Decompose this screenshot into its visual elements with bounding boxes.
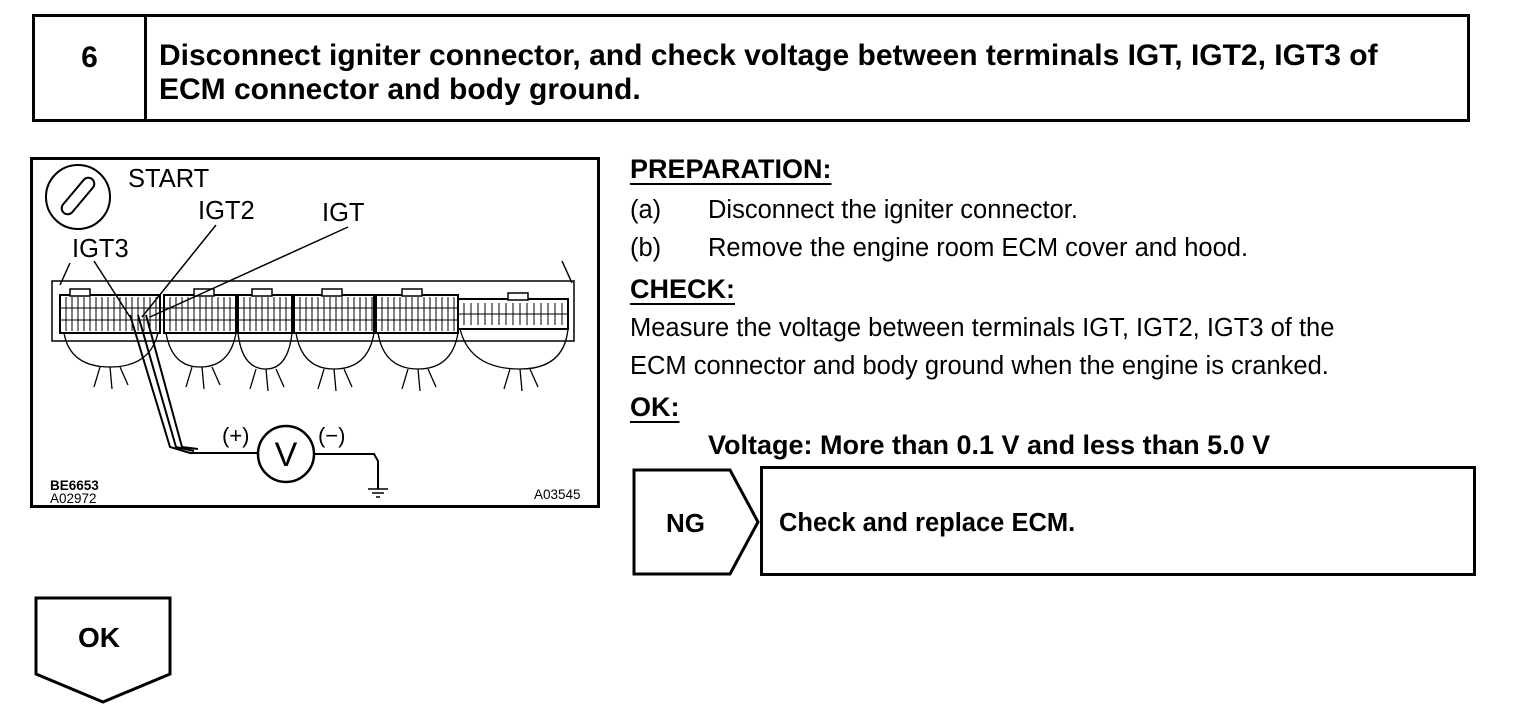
ok-arrow-icon: [34, 596, 172, 704]
ignition-key-icon: [45, 164, 111, 230]
wire-harness: [63, 328, 569, 392]
step-title: Disconnect igniter connector, and check …: [159, 39, 1378, 106]
figure-code-2: A02972: [50, 491, 97, 506]
ok-heading: OK:: [630, 392, 680, 422]
ng-action-box: Check and replace ECM.: [760, 466, 1476, 576]
probe-wires: [129, 314, 258, 454]
voltmeter-icon: V: [256, 424, 316, 484]
voltmeter-symbol: V: [275, 436, 298, 474]
prep-item-b-label: (b): [630, 234, 662, 262]
check-text-line-2: ECM connector and body ground when the e…: [630, 352, 1329, 380]
igt2-label: IGT2: [198, 197, 255, 225]
plus-terminal-label: (+): [222, 423, 250, 448]
prep-item-a-label: (a): [630, 196, 662, 224]
prep-item-b-text: Remove the engine room ECM cover and hoo…: [708, 234, 1249, 262]
step-number: 6: [35, 17, 147, 119]
ground-icon: [368, 488, 388, 498]
igt3-label: IGT3: [72, 235, 129, 263]
ground-wire: [314, 453, 379, 489]
pointer-lines: [93, 224, 349, 318]
igt-label: IGT: [322, 199, 365, 227]
ecm-connector-diagram: START IGT2 IGT IGT3: [30, 157, 600, 508]
ok-voltage-spec: Voltage: More than 0.1 V and less than 5…: [708, 430, 1271, 460]
start-label: START: [128, 165, 209, 193]
ng-label: NG: [666, 508, 705, 538]
check-text-line-1: Measure the voltage between terminals IG…: [630, 314, 1335, 342]
ng-arrow-icon: [632, 468, 760, 576]
ok-next-label: OK: [78, 622, 120, 653]
step-header: 6 Disconnect igniter connector, and chec…: [32, 14, 1470, 122]
ecm-body: [51, 260, 575, 342]
minus-terminal-label: (−): [318, 423, 346, 448]
check-heading: CHECK:: [630, 274, 735, 304]
ng-action-text: Check and replace ECM.: [779, 509, 1076, 537]
figure-code-3: A03545: [534, 487, 581, 502]
preparation-heading: PREPARATION:: [630, 154, 832, 184]
prep-item-a-text: Disconnect the igniter connector.: [708, 196, 1078, 224]
figure-code-1: BE6653: [50, 478, 99, 493]
